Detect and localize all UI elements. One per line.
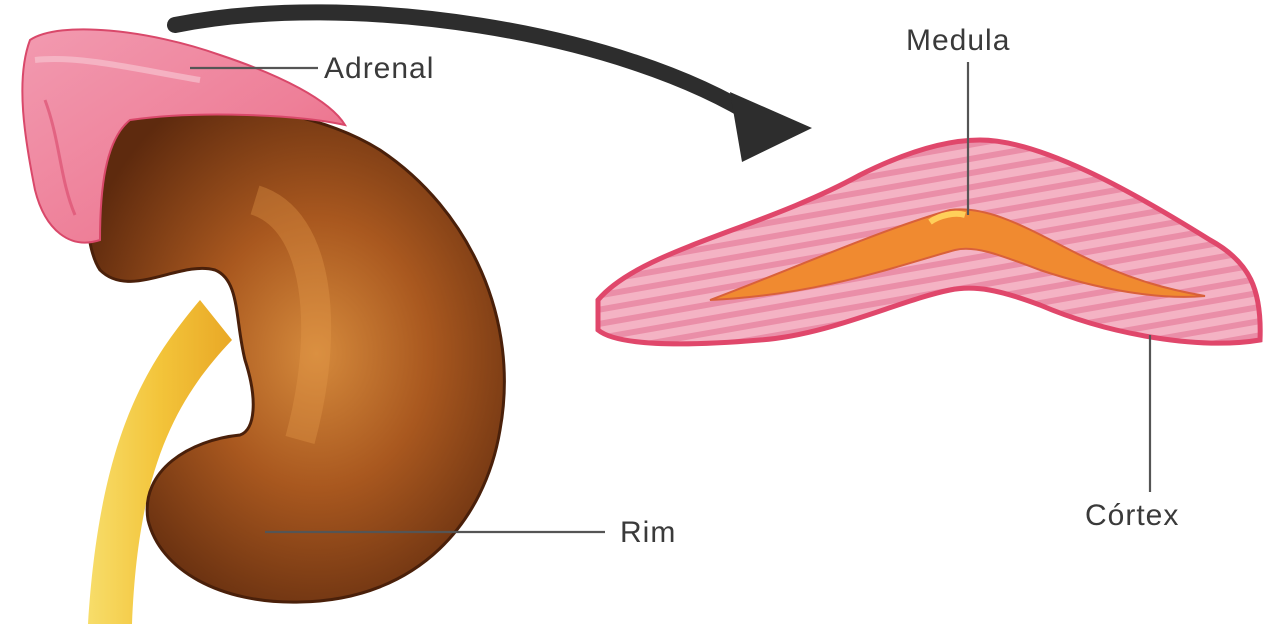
medulla-label: Medula	[906, 24, 1010, 57]
cortex-label: Córtex	[1085, 499, 1179, 532]
adrenal-label: Adrenal	[324, 52, 434, 85]
kidney	[87, 105, 505, 602]
kidney-label: Rim	[620, 516, 676, 549]
adrenal-cross-section	[598, 140, 1260, 344]
